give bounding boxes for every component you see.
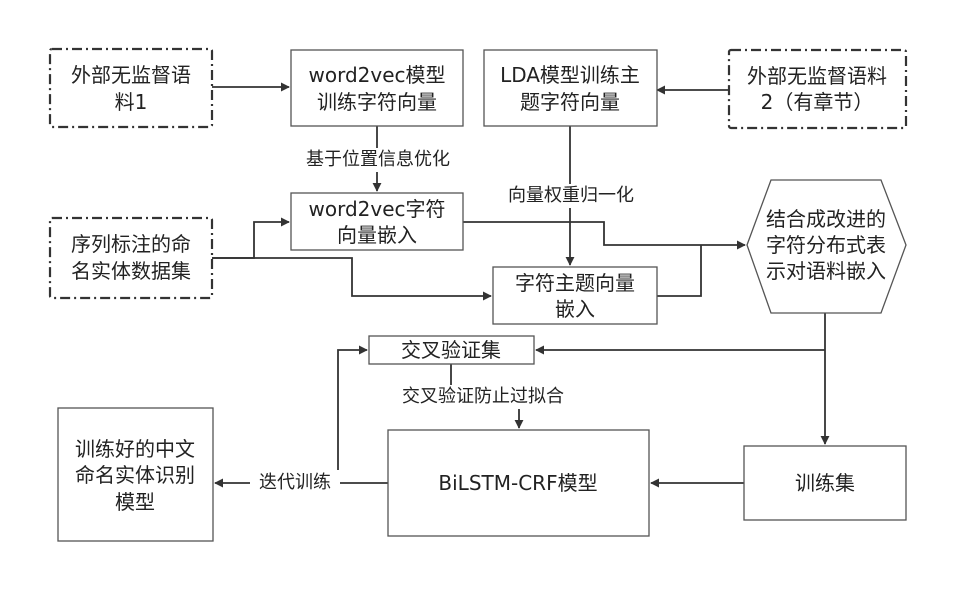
node-ner-dataset-line-2: 名实体数据集 [71,259,191,283]
edge-dataset-to-w2v-embed [212,217,290,259]
node-bilstm-crf-model-label: BiLSTM-CRF模型 [438,471,597,495]
svg-text:外部无监督语料1: 外部无监督语料1 [71,63,191,114]
svg-text:交叉验证集: 交叉验证集 [401,338,501,362]
node-word2vec-training: word2vec模型训练字符向量 [290,49,464,127]
node-training-set-label: 训练集 [795,471,855,495]
svg-text:训练集: 训练集 [795,471,855,495]
node-external-corpus-1: 外部无监督语料1 [48,47,214,129]
node-trained-ner-model-line-2: 命名实体识别 [75,463,195,487]
node-ner-dataset-line-1: 序列标注的命 [71,232,191,256]
svg-text:基于位置信息优化: 基于位置信息优化 [306,149,450,170]
node-external-corpus-1-line-2: 料1 [115,90,148,114]
node-external-corpus-2-line-2: 2（有章节） [761,90,874,114]
node-word2vec-embedding-line-1: word2vec字符 [308,197,445,221]
svg-text:向量权重归一化: 向量权重归一化 [508,185,634,206]
edge-w2v-embed-to-combined [463,221,746,250]
svg-text:训练好的中文命名实体识别模型: 训练好的中文命名实体识别模型 [75,437,195,514]
svg-text:序列标注的命名实体数据集: 序列标注的命名实体数据集 [71,232,191,283]
node-ner-dataset: 序列标注的命名实体数据集 [48,216,214,300]
node-combined-embedding-line-1: 结合成改进的 [766,207,886,231]
node-word2vec-embedding: word2vec字符向量嵌入 [290,192,464,251]
svg-text:word2vec字符向量嵌入: word2vec字符向量嵌入 [308,197,445,247]
svg-text:word2vec模型训练字符向量: word2vec模型训练字符向量 [308,63,445,114]
edge-dataset-to-topic-embed [212,257,492,301]
svg-text:结合成改进的字符分布式表示对语料嵌入: 结合成改进的字符分布式表示对语料嵌入 [766,207,886,283]
node-trained-ner-model-line-1: 训练好的中文 [75,437,195,461]
node-word2vec-training-line-2: 训练字符向量 [317,90,437,114]
node-external-corpus-2-line-1: 外部无监督语料 [747,64,887,88]
node-topic-embedding: 字符主题向量嵌入 [492,266,658,325]
node-external-corpus-1-line-1: 外部无监督语 [71,63,191,87]
node-combined-embedding-line-3: 示对语料嵌入 [766,259,886,283]
node-trained-ner-model: 训练好的中文命名实体识别模型 [57,407,214,542]
node-cross-validation-set-label: 交叉验证集 [401,338,501,362]
edge-label-cross-validation-overfit: 交叉验证防止过拟合 [385,385,581,409]
svg-text:交叉验证防止过拟合: 交叉验证防止过拟合 [402,386,564,407]
svg-text:BiLSTM-CRF模型: BiLSTM-CRF模型 [438,471,597,495]
svg-text:LDA模型训练主题字符向量: LDA模型训练主题字符向量 [500,63,640,114]
node-topic-embedding-line-1: 字符主题向量 [515,271,635,295]
node-word2vec-embedding-line-2: 向量嵌入 [337,223,417,247]
node-training-set: 训练集 [743,445,907,521]
node-lda-training-line-1: LDA模型训练主 [500,63,640,87]
node-word2vec-training-line-1: word2vec模型 [308,63,445,87]
svg-text:迭代训练: 迭代训练 [259,472,331,493]
edge-label-vector-normalization: 向量权重归一化 [496,184,646,208]
edge-iterate-loop [337,345,368,483]
node-lda-training-line-2: 题字符向量 [520,90,620,114]
node-trained-ner-model-line-3: 模型 [115,490,155,514]
node-lda-training: LDA模型训练主题字符向量 [483,49,658,127]
svg-text:字符主题向量嵌入: 字符主题向量嵌入 [515,271,635,321]
edge-label-position-optimization: 基于位置信息优化 [290,148,466,172]
node-bilstm-crf-model: BiLSTM-CRF模型 [387,429,650,537]
edge-label-iterative-training: 迭代训练 [250,470,340,496]
node-topic-embedding-line-2: 嵌入 [555,297,595,321]
node-combined-embedding: 结合成改进的字符分布式表示对语料嵌入 [746,179,907,314]
edge-topic-embed-to-combined [657,245,702,297]
node-combined-embedding-line-2: 字符分布式表 [766,233,886,257]
node-cross-validation-set: 交叉验证集 [368,335,535,365]
